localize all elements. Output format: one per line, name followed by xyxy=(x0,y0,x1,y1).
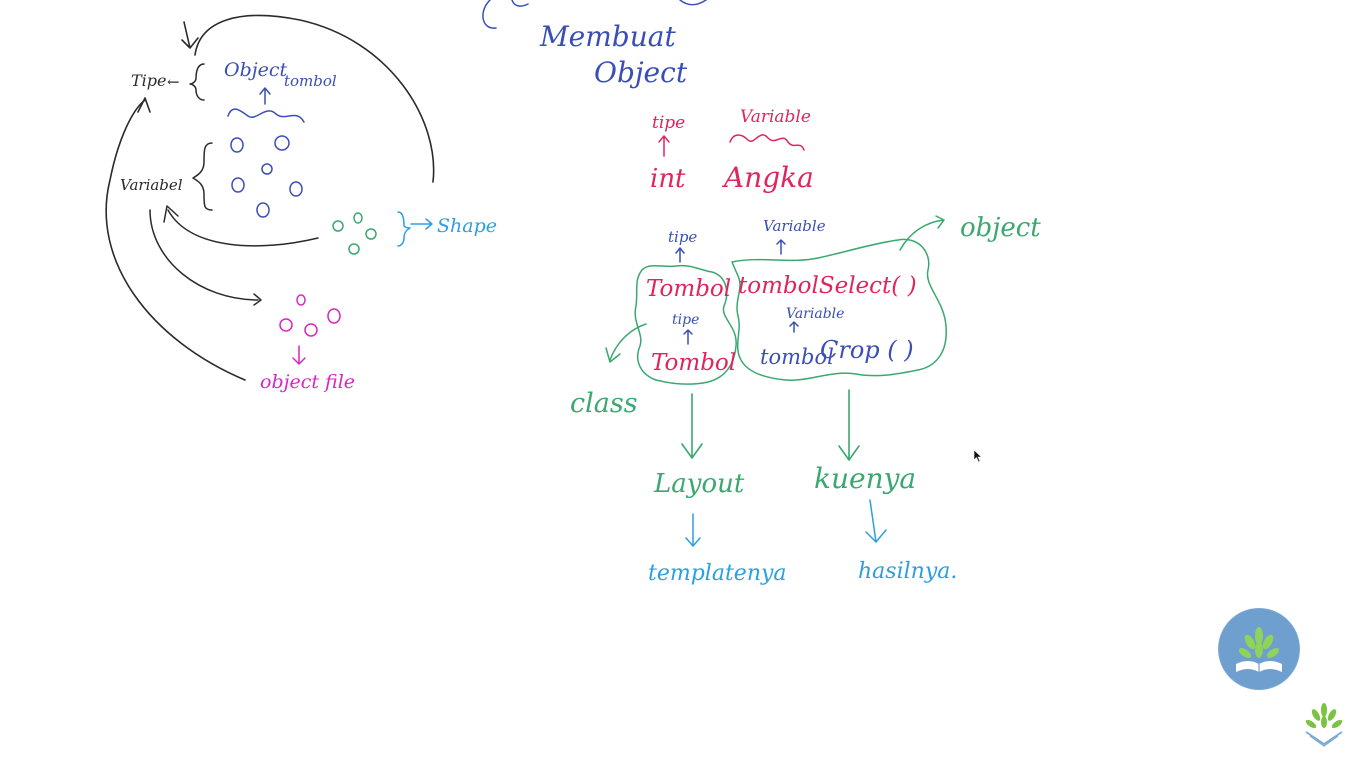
object-label: object xyxy=(960,213,1041,243)
type-label-mid: tipe xyxy=(672,312,699,328)
down-arrow-kuenya xyxy=(838,389,860,461)
variable-arrow-top xyxy=(776,239,786,255)
type-arrow-mid xyxy=(683,329,693,345)
title-membuat: Membuat xyxy=(539,20,676,53)
class-label: class xyxy=(570,388,638,419)
int-var-label: Variable xyxy=(740,107,811,127)
variable-label-left: Variabel xyxy=(120,176,183,194)
curve-arrow-to-file xyxy=(149,209,259,301)
loop-arrow-head xyxy=(181,21,199,49)
int-var-squiggle xyxy=(729,134,805,151)
instance-top: tombolSelect( ) xyxy=(738,273,917,299)
up-arrow-tombol xyxy=(259,87,271,105)
object-circles-magenta xyxy=(279,294,341,337)
object-arrow xyxy=(899,215,945,251)
hasilnya-label: hasilnya. xyxy=(858,559,957,584)
class-bottom: Tombol xyxy=(651,350,736,376)
variable-label-mid: Variable xyxy=(786,306,844,322)
tombol-label-left: tombol xyxy=(284,72,337,90)
int-type-label: tipe xyxy=(652,113,685,133)
object-file-label: object file xyxy=(260,371,355,393)
curve-arrow-to-variable-head xyxy=(163,205,179,223)
curve-arrow-to-file-head xyxy=(253,293,262,306)
down-arrow-hasil xyxy=(865,499,887,543)
brace-top xyxy=(189,63,205,101)
class-arrow xyxy=(605,323,647,363)
up-arrow-head xyxy=(137,97,151,113)
top-scribble xyxy=(482,0,707,29)
brace-shape xyxy=(397,211,411,247)
class-top: Tombol xyxy=(646,276,731,302)
shape-label: Shape xyxy=(437,215,497,237)
plant-book-icon xyxy=(1218,608,1300,690)
instance-bottom-suffix: Crop ( ) xyxy=(820,336,914,364)
int-keyword: int xyxy=(650,164,686,194)
plant-icon xyxy=(1305,703,1343,747)
arrow-left-glyph: ← xyxy=(167,73,180,91)
down-arrow-file xyxy=(292,345,306,365)
object-tombol-label: Object xyxy=(224,59,288,81)
object-circles-blue xyxy=(230,135,303,218)
mouse-cursor-icon xyxy=(973,449,983,463)
variable-arrow-mid xyxy=(789,321,799,333)
loop-arrow-top xyxy=(194,14,435,183)
curve-arrow-to-variable xyxy=(167,209,319,247)
brace-variable xyxy=(192,142,213,211)
down-arrow-layout xyxy=(681,393,703,459)
squiggle-left xyxy=(227,108,305,123)
object-circles-green xyxy=(332,212,377,255)
shape-arrow xyxy=(410,218,433,230)
type-arrow-top xyxy=(675,247,685,263)
down-arrow-template xyxy=(685,513,701,547)
int-type-arrow xyxy=(658,135,670,157)
instance-bottom-prefix: tombol xyxy=(760,345,834,369)
int-varname: Angka xyxy=(721,161,814,194)
title-object: Object xyxy=(594,56,688,89)
type-label-top: tipe xyxy=(668,228,697,246)
tipe-label: Tipe xyxy=(131,71,167,90)
template-label: templatenya xyxy=(648,561,787,586)
kuenya-label: kuenya xyxy=(814,462,916,495)
variable-label-top: Variable xyxy=(763,217,826,235)
loop-arrow-bottom xyxy=(105,99,246,381)
layout-label: Layout xyxy=(653,469,745,499)
instance-cloud xyxy=(731,238,947,381)
